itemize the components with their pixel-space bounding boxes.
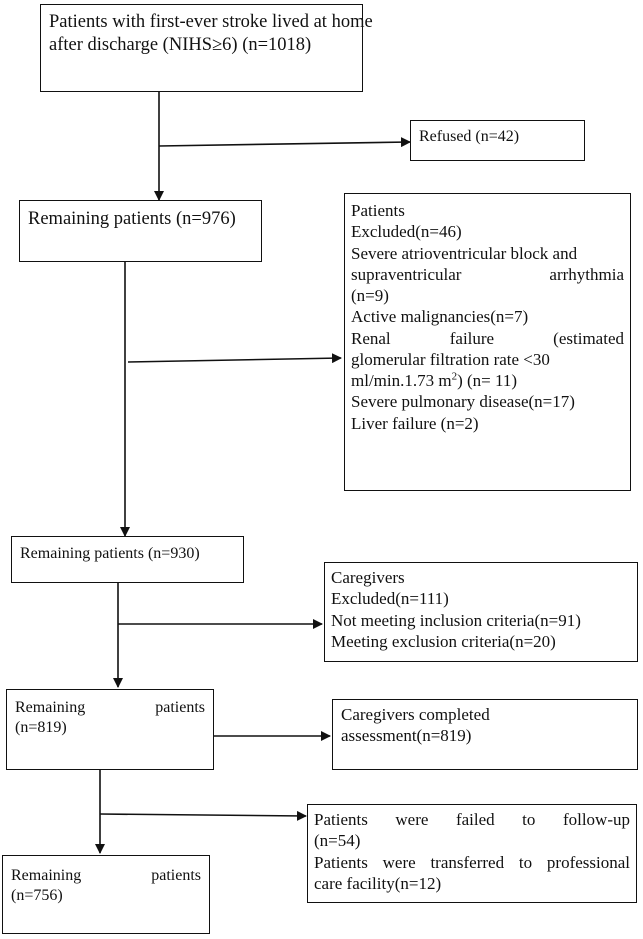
remaining1-text: Remaining patients (n=976) bbox=[28, 209, 236, 229]
caregivers-completed-box: Caregivers completed assessment(n=819) bbox=[332, 699, 638, 770]
remaining2-text: Remaining patients (n=930) bbox=[20, 545, 200, 562]
remaining4-box: Remaining patients (n=756) bbox=[2, 855, 210, 934]
remaining3-box: Remaining patients (n=819) bbox=[6, 689, 214, 770]
excluded-renal-failure: Renal failure (estimated bbox=[351, 328, 624, 348]
followup-line4: care facility(n=12) bbox=[314, 873, 442, 893]
arrow-to-excluded-patients bbox=[127, 353, 342, 364]
remaining3-line1: Remaining patients bbox=[15, 699, 205, 716]
completed-line1: Caregivers completed bbox=[341, 705, 490, 724]
excluded-gfr: glomerular filtration rate <30 bbox=[351, 349, 550, 369]
followup-line3: Patients were transferred to professiona… bbox=[314, 852, 630, 872]
start-line2: after discharge (NIHS≥6) (n=1018) bbox=[49, 35, 312, 56]
excluded-liver: Liver failure (n=2) bbox=[351, 413, 479, 433]
completed-line2: assessment(n=819) bbox=[341, 726, 472, 746]
refused-text: Refused (n=42) bbox=[419, 128, 520, 145]
arrow-to-refused bbox=[158, 137, 411, 148]
gfr-unit-superscript: 2 bbox=[451, 370, 458, 383]
followup-line2: (n=54) bbox=[314, 831, 361, 851]
excluded-arrhythmia: supraventricular arrhythmia bbox=[351, 264, 624, 284]
remaining3-line2: (n=819) bbox=[15, 719, 67, 736]
followup-loss-box: Patients were failed to follow-up (n=54)… bbox=[307, 804, 637, 903]
gfr-count-text: ) (n= 11) bbox=[457, 371, 518, 390]
caregivers-exclusion: Meeting exclusion criteria(n=20) bbox=[331, 631, 556, 651]
remaining4-line1: Remaining patients bbox=[11, 867, 201, 884]
followup-line1: Patients were failed to follow-up bbox=[314, 810, 630, 829]
caregivers-excluded-total: Excluded(n=111) bbox=[331, 589, 449, 609]
excluded-patients-box: Patients Excluded(n=46) Severe atriovent… bbox=[344, 193, 631, 491]
caregivers-heading: Caregivers bbox=[331, 568, 405, 587]
start-line1: Patients with first-ever stroke lived at… bbox=[49, 12, 373, 32]
start-box: Patients with first-ever stroke lived at… bbox=[40, 4, 373, 92]
excluded-malignancies: Active malignancies(n=7) bbox=[351, 307, 529, 327]
excluded-patients-total: Excluded(n=46) bbox=[351, 222, 462, 242]
excluded-caregivers-box: Caregivers Excluded(n=111) Not meeting i… bbox=[324, 562, 638, 662]
remaining2-box: Remaining patients (n=930) bbox=[11, 536, 244, 583]
arrow-to-followup-loss bbox=[99, 810, 307, 821]
caregivers-inclusion: Not meeting inclusion criteria(n=91) bbox=[331, 610, 581, 630]
excluded-av-block: Severe atrioventricular block and bbox=[351, 243, 578, 263]
gfr-unit-text: ml/min.1.73 m bbox=[351, 371, 452, 390]
excluded-patients-heading: Patients bbox=[351, 201, 405, 220]
refused-box: Refused (n=42) bbox=[410, 120, 585, 161]
excluded-pulmonary: Severe pulmonary disease(n=17) bbox=[351, 392, 575, 412]
excluded-arrhythmia-count: (n=9) bbox=[351, 286, 389, 305]
excluded-gfr-unit: ml/min.1.73 m2) (n= 11) bbox=[351, 370, 624, 391]
remaining1-box: Remaining patients (n=976) bbox=[19, 200, 262, 262]
remaining4-line2: (n=756) bbox=[11, 887, 63, 904]
